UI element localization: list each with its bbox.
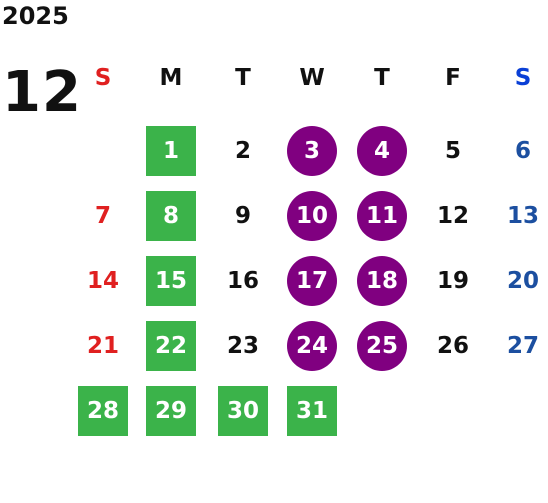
- day-number: 6: [514, 138, 531, 164]
- day-number: 5: [444, 138, 461, 164]
- day-number: 8: [146, 191, 196, 241]
- day-number: 31: [287, 386, 337, 436]
- day-number: 9: [234, 203, 251, 229]
- day-number: 11: [357, 191, 407, 241]
- day-number: 4: [357, 126, 407, 176]
- day-cell-10[interactable]: 10: [282, 191, 342, 241]
- day-number: 19: [436, 268, 469, 294]
- day-cell-27[interactable]: 27: [493, 321, 548, 371]
- day-number: 23: [226, 333, 259, 359]
- day-cell-1[interactable]: 1: [141, 126, 201, 176]
- day-number: 2: [234, 138, 251, 164]
- day-cell-28[interactable]: 28: [73, 386, 133, 436]
- day-number: 30: [218, 386, 268, 436]
- day-cell-19[interactable]: 19: [423, 256, 483, 306]
- weekday-saturday: S: [514, 65, 532, 91]
- day-cell-7[interactable]: 7: [73, 191, 133, 241]
- day-number: 3: [287, 126, 337, 176]
- day-cell-8[interactable]: 8: [141, 191, 201, 241]
- day-number: 12: [436, 203, 469, 229]
- day-cell-9[interactable]: 9: [213, 191, 273, 241]
- day-number: 20: [506, 268, 539, 294]
- day-number: 16: [226, 268, 259, 294]
- day-number: 21: [86, 333, 119, 359]
- day-cell-6[interactable]: 6: [493, 126, 548, 176]
- day-number: 1: [146, 126, 196, 176]
- day-number: 10: [287, 191, 337, 241]
- day-number: 27: [506, 333, 539, 359]
- day-cell-4[interactable]: 4: [352, 126, 412, 176]
- day-number: 29: [146, 386, 196, 436]
- day-cell-11[interactable]: 11: [352, 191, 412, 241]
- day-cell-24[interactable]: 24: [282, 321, 342, 371]
- weekday-friday: F: [445, 65, 461, 91]
- day-cell-20[interactable]: 20: [493, 256, 548, 306]
- day-cell-30[interactable]: 30: [213, 386, 273, 436]
- day-number: 26: [436, 333, 469, 359]
- day-number: 28: [78, 386, 128, 436]
- day-cell-26[interactable]: 26: [423, 321, 483, 371]
- weekday-monday: M: [159, 65, 183, 91]
- day-cell-29[interactable]: 29: [141, 386, 201, 436]
- day-number: 17: [287, 256, 337, 306]
- day-cell-5[interactable]: 5: [423, 126, 483, 176]
- day-number: 18: [357, 256, 407, 306]
- day-number: 13: [506, 203, 539, 229]
- day-cell-23[interactable]: 23: [213, 321, 273, 371]
- day-cell-17[interactable]: 17: [282, 256, 342, 306]
- month-number: 12: [2, 60, 82, 125]
- day-number: 24: [287, 321, 337, 371]
- day-cell-12[interactable]: 12: [423, 191, 483, 241]
- day-cell-15[interactable]: 15: [141, 256, 201, 306]
- day-cell-14[interactable]: 14: [73, 256, 133, 306]
- weekday-tuesday: T: [235, 65, 251, 91]
- day-cell-2[interactable]: 2: [213, 126, 273, 176]
- day-number: 22: [146, 321, 196, 371]
- day-cell-22[interactable]: 22: [141, 321, 201, 371]
- day-cell-18[interactable]: 18: [352, 256, 412, 306]
- year-label: 2025: [2, 2, 69, 30]
- day-cell-13[interactable]: 13: [493, 191, 548, 241]
- day-number: 14: [86, 268, 119, 294]
- day-cell-25[interactable]: 25: [352, 321, 412, 371]
- day-cell-31[interactable]: 31: [282, 386, 342, 436]
- day-cell-3[interactable]: 3: [282, 126, 342, 176]
- day-number: 25: [357, 321, 407, 371]
- day-cell-21[interactable]: 21: [73, 321, 133, 371]
- day-number: 15: [146, 256, 196, 306]
- day-number: 7: [94, 203, 111, 229]
- weekday-wednesday: W: [299, 65, 325, 91]
- day-cell-16[interactable]: 16: [213, 256, 273, 306]
- weekday-thursday: T: [374, 65, 390, 91]
- weekday-sunday: S: [94, 65, 112, 91]
